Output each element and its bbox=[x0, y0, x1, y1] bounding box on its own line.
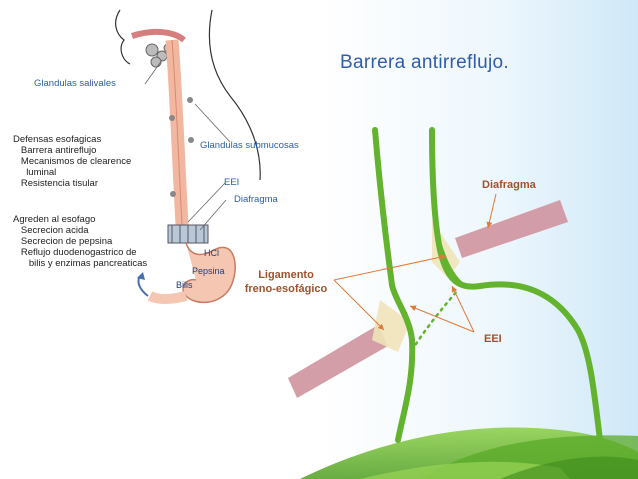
eei-callout: EEI bbox=[484, 333, 502, 345]
defenses-item: luminal bbox=[13, 167, 57, 178]
pepsin-label: Pepsina bbox=[192, 266, 225, 276]
aggressors-item: Secrecion acida bbox=[13, 225, 89, 236]
defenses-list: Defensas esofagicas Barrera antireflujo … bbox=[13, 134, 173, 189]
slide-title: Barrera antirreflujo. bbox=[340, 52, 509, 73]
aggressors-list: Agreden al esofago Secrecion acida Secre… bbox=[13, 214, 173, 269]
aggressors-item: Reflujo duodenogastrico de bbox=[13, 247, 137, 258]
diaphragm-callout: Diafragma bbox=[482, 179, 536, 191]
defenses-item: Barrera antireflujo bbox=[13, 145, 97, 156]
diaphragm-right bbox=[455, 200, 568, 258]
aggressors-item: bilis y enzimas pancreaticas bbox=[13, 258, 148, 269]
hcl-label: HCl bbox=[204, 248, 219, 258]
bile-label: Bilis bbox=[176, 280, 193, 290]
anatomy-illustration bbox=[115, 9, 261, 304]
eei-anatomy-label: EEI bbox=[224, 177, 240, 188]
diaphragm-left bbox=[288, 325, 388, 398]
ligament-callout-line1: Ligamento bbox=[258, 269, 314, 281]
defenses-item: Defensas esofagicas bbox=[13, 134, 102, 145]
aggressors-item: Agreden al esofago bbox=[13, 214, 96, 225]
ligament-callout: Ligamento freno-esofágico bbox=[236, 268, 336, 296]
aggressors-item: Secrecion de pepsina bbox=[13, 236, 113, 247]
defenses-item: Mecanismos de clearence bbox=[13, 156, 132, 167]
diaphragm-anatomy-label: Diafragma bbox=[234, 194, 278, 205]
defenses-item: Resistencia tisular bbox=[13, 178, 99, 189]
submucosal-glands-label: Glandulas submucosas bbox=[200, 140, 299, 151]
ligament-callout-line2: freno-esofágico bbox=[244, 283, 328, 295]
salivary-glands-label: Glandulas salivales bbox=[34, 78, 116, 89]
